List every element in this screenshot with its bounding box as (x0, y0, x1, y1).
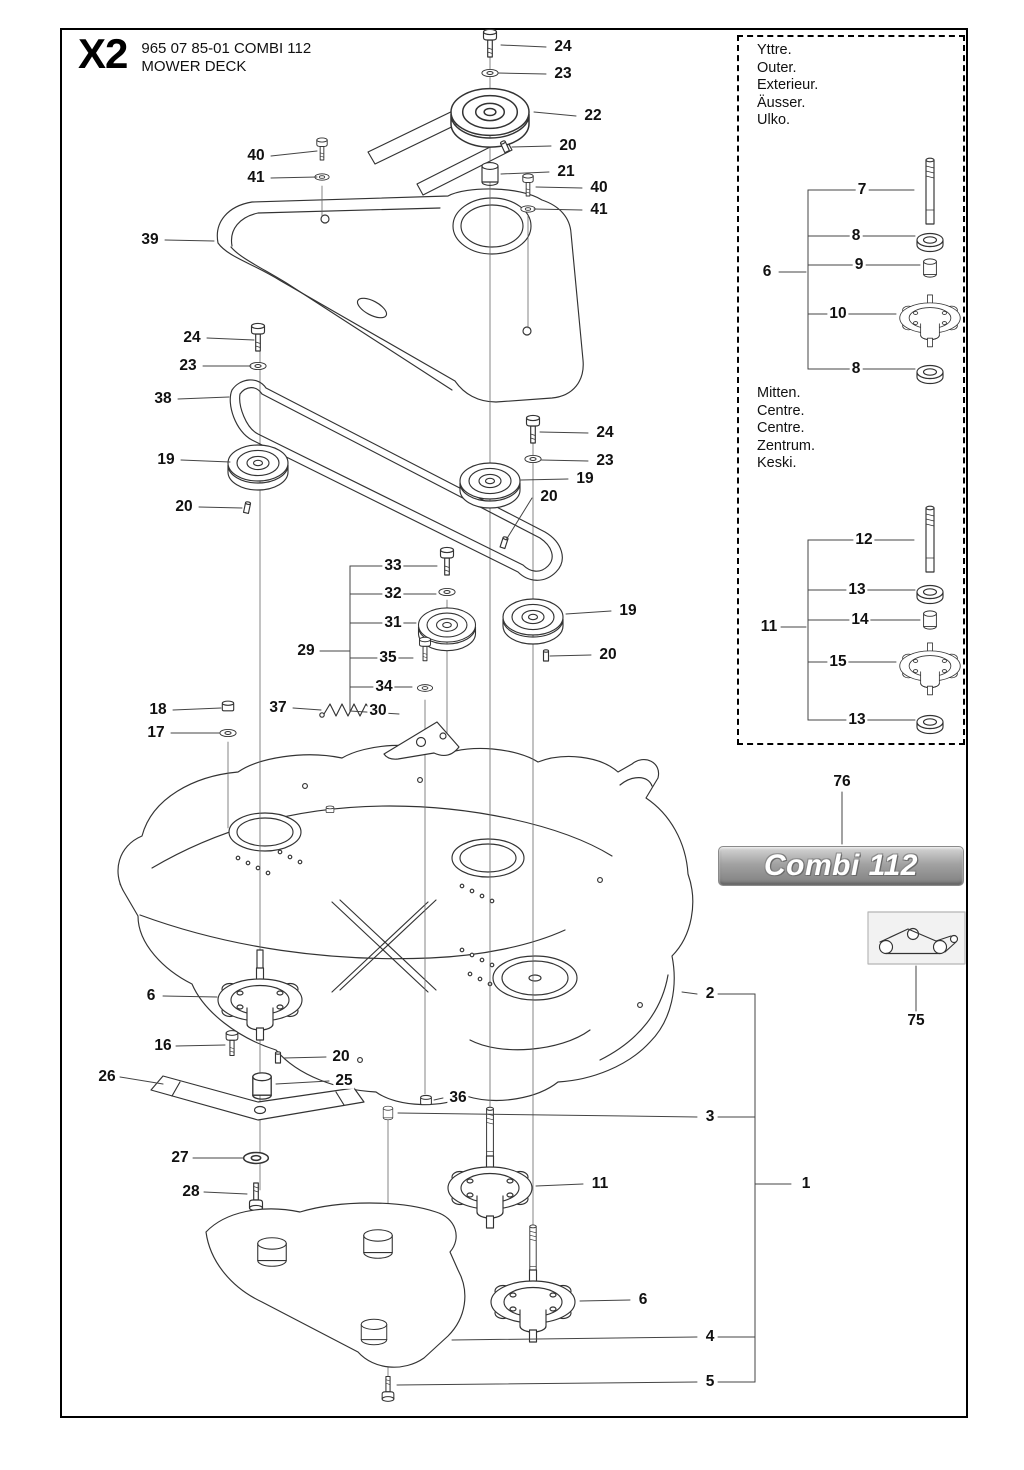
left-bolt-washer (249, 322, 267, 371)
legend-line: Äusser. (757, 94, 806, 111)
belt-pulleys (227, 444, 564, 662)
mower-deck-shell (117, 744, 694, 1106)
idler-group (319, 546, 477, 760)
legend-line: Yttre. (757, 42, 792, 58)
right-bolt-washer (524, 414, 542, 464)
spindle-left (217, 949, 303, 1057)
drive-belt (229, 379, 563, 581)
legend-line: Centre. (757, 402, 805, 419)
title-block: X2 965 07 85-01 COMBI 112 MOWER DECK (78, 30, 312, 77)
combi-112-badge: Combi 112 (718, 846, 964, 886)
blade-assembly (150, 1051, 365, 1212)
outer-spindle-detail (899, 157, 961, 385)
legend-line: Centre. (757, 420, 805, 436)
spindle-right (490, 1224, 576, 1343)
legend-line: Exterieur. (757, 77, 819, 93)
legend-line: Ulko. (757, 112, 791, 128)
nut-washer-left (219, 700, 237, 738)
spacer-3 (382, 1105, 394, 1121)
nut-36 (420, 1094, 432, 1106)
legend-centre: Mitten.Centre.Centre.Zentrum.Keski. (757, 385, 815, 473)
anti-scalp-plate (205, 1202, 466, 1402)
legend-line: Outer. (757, 59, 797, 76)
badge-label: Combi 112 (764, 849, 918, 882)
leader-lines (119, 44, 917, 1386)
sheet-title: MOWER DECK (141, 58, 247, 75)
legend-line: Keski. (757, 455, 797, 471)
legend-outer: Yttre.Outer.Exterieur.Äusser.Ulko. (757, 42, 818, 130)
spindle-centre (447, 1106, 533, 1229)
spindle-detail-box (737, 35, 965, 745)
belt-routing-thumbnail (867, 911, 966, 965)
deck-cover (216, 188, 584, 403)
page-ref: X2 (78, 30, 128, 77)
legend-line: Mitten. (757, 385, 801, 401)
legend-line: Zentrum. (757, 437, 816, 454)
model-code: 965 07 85-01 COMBI 112 (141, 40, 312, 57)
